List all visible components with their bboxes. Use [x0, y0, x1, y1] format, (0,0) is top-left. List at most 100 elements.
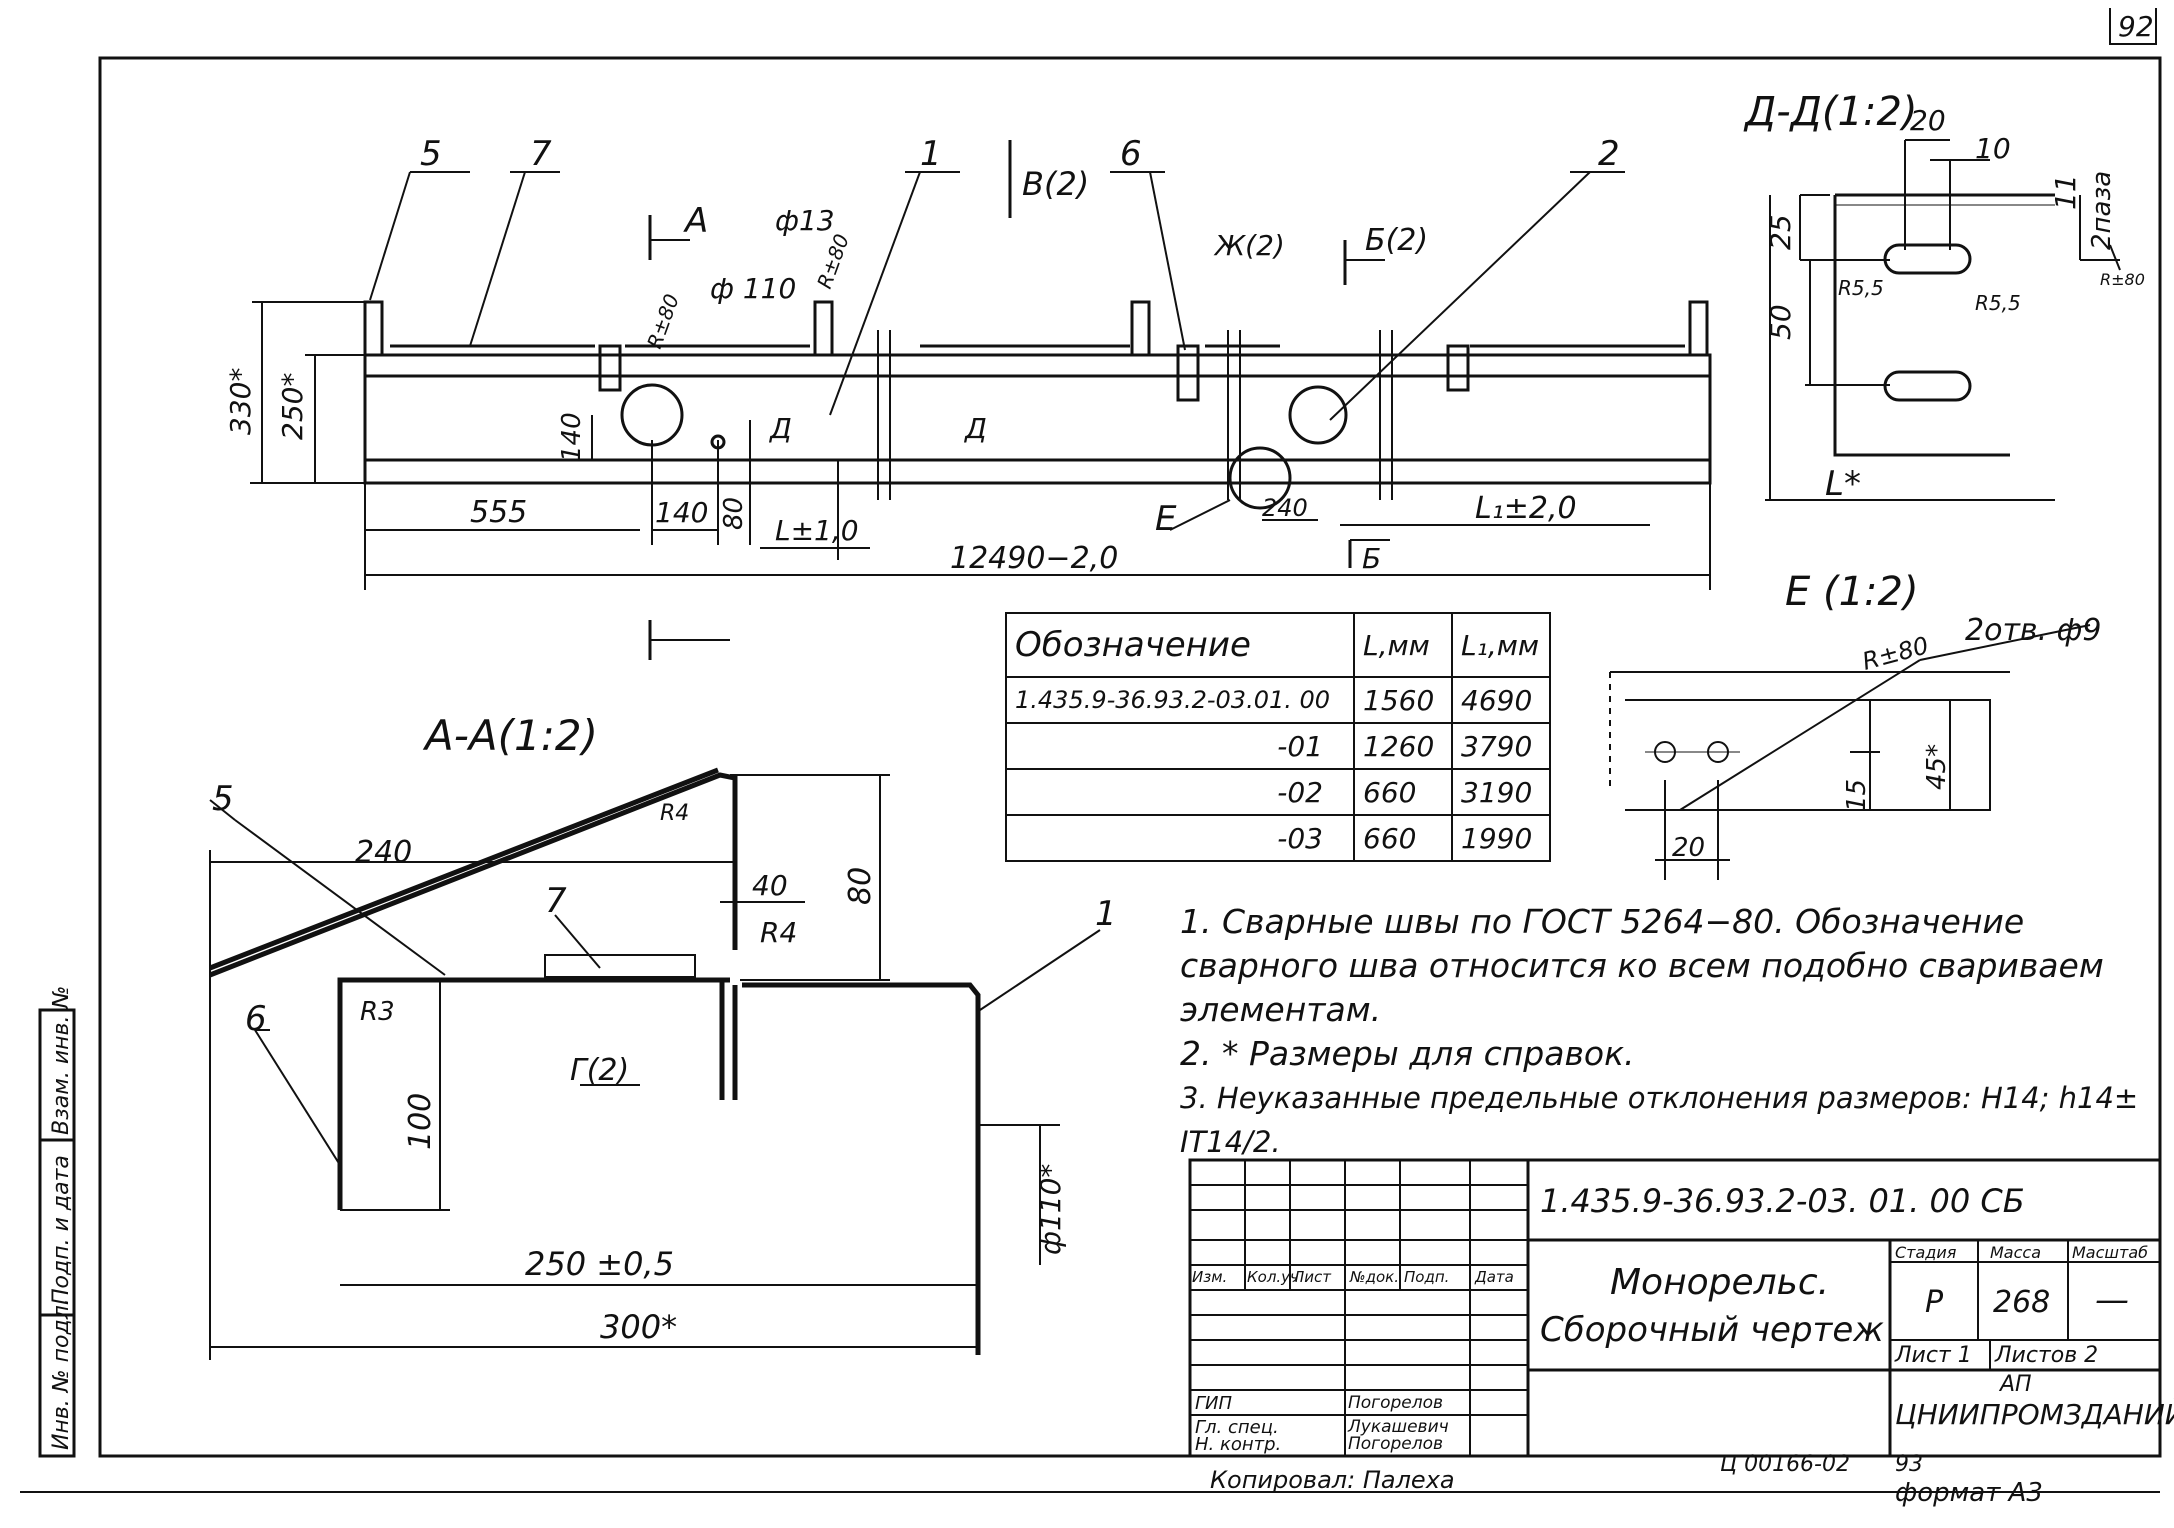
main-view-dims — [250, 140, 1711, 660]
dim-330: 330* — [224, 368, 257, 435]
section-E-title: Е (1:2) — [1785, 569, 1919, 615]
dim-140-h: 140 — [655, 496, 708, 529]
section-E-shape — [1609, 624, 2091, 880]
table-header-L1: L₁,мм — [1451, 612, 1551, 678]
table-cell-L1: 4690 — [1451, 676, 1551, 724]
col-header-izm: Изм. — [1192, 1268, 1228, 1286]
section-AA-leader-5: 5 — [212, 779, 234, 819]
leader-6: 6 — [1120, 134, 1142, 174]
mass-label: Масса — [1990, 1243, 2042, 1262]
leader-2: 2 — [1598, 134, 1620, 174]
section-AA-leader-1: 1 — [1095, 894, 1117, 934]
section-DD-dim-20: 20 — [1910, 104, 1946, 137]
section-V: В(2) — [1022, 165, 1089, 203]
section-Zh: Ж(2) — [1213, 229, 1285, 262]
section-DD-shape — [1833, 193, 2055, 457]
frame-border — [98, 56, 2162, 1458]
section-DD-dim-25: 25 — [1764, 214, 1797, 250]
dim-80: 80 — [719, 497, 749, 530]
section-DD-title: Д-Д(1:2) — [1743, 89, 1918, 135]
section-AA-dim-110: ф110* — [1034, 1164, 1067, 1255]
dim-140-v: 140 — [557, 412, 587, 462]
sheet-label: Лист 1 — [1895, 1343, 1972, 1368]
role-gip: ГИП — [1195, 1393, 1233, 1414]
section-AA-dim-80: 80 — [843, 867, 878, 905]
dim-555: 555 — [470, 495, 527, 530]
title-doc-code: 1.435.9-36.93.2-03. 01. 00 СБ — [1540, 1182, 2025, 1220]
table-row: 1.435.9-36.93.2-03.01. 00 1560 4690 — [1005, 676, 1551, 724]
section-D-right: Д — [963, 412, 987, 445]
title-block-grid — [1188, 1158, 2162, 1458]
sheet-number: 92 — [2118, 10, 2154, 43]
title-name-line1: Монорельс. — [1610, 1262, 1830, 1303]
section-D-left: Д — [768, 412, 792, 445]
dim-r80-b: R±80 — [642, 291, 684, 352]
side-stamp-sign: Подп. и дата — [49, 1155, 74, 1305]
section-AA-gamma: Г(2) — [570, 1053, 629, 1088]
table-cell-L: 660 — [1353, 814, 1453, 862]
side-stamp-grid — [38, 1008, 76, 1458]
section-AA-leader-7: 7 — [545, 881, 567, 921]
footer-num: 93 — [1895, 1452, 1923, 1477]
table-header-designation: Обозначение — [1005, 612, 1355, 678]
dim-L: L±1,0 — [775, 514, 859, 547]
stage-value: Р — [1925, 1285, 1944, 1320]
section-E-dim-20: 20 — [1672, 833, 1705, 863]
section-DD-lstar: L* — [1825, 464, 1861, 504]
section-AA-title: А-А(1:2) — [422, 711, 598, 760]
col-header-list: Лист — [1293, 1268, 1332, 1286]
section-E-holes: 2отв. ф9 — [1965, 613, 2101, 648]
main-view — [363, 300, 1712, 510]
section-AA-dim-250: 250 ±0,5 — [525, 1245, 674, 1283]
note-3: 3. Неуказанные предельные отклонения раз… — [1180, 1081, 2139, 1159]
section-A-top: A — [683, 201, 708, 241]
dim-d13: ф13 — [775, 204, 835, 237]
stage-label: Стадия — [1895, 1243, 1957, 1262]
table-row: -02 660 3190 — [1005, 768, 1551, 816]
footer-code: Ц 00166-02 — [1720, 1452, 1850, 1477]
section-E-dim-15: 15 — [1842, 779, 1872, 812]
table-cell-designation: -01 — [1005, 722, 1355, 770]
section-AA-r4: R4 — [760, 916, 797, 949]
section-AA-r3: R3 — [360, 997, 395, 1027]
section-DD-dims — [1765, 139, 2121, 501]
name-gip: Погорелов — [1348, 1393, 1444, 1413]
section-DD-dim-2pazo: 2паза — [2087, 171, 2117, 250]
table-cell-designation: -03 — [1005, 814, 1355, 862]
side-stamp-replace: Взам. инв. № — [49, 986, 74, 1135]
section-DD-r55-left: R5,5 — [1838, 276, 1884, 300]
scale-label: Масштаб — [2072, 1243, 2149, 1262]
section-AA-r4-top: R4 — [660, 801, 689, 826]
table-cell-L: 1260 — [1353, 722, 1453, 770]
table-header-row: Обозначение L,мм L₁,мм — [1005, 612, 1551, 678]
section-AA-dim-240: 240 — [355, 835, 412, 870]
dim-total: 12490−2,0 — [950, 541, 1118, 576]
role-control: Н. контр. — [1195, 1434, 1282, 1455]
sheet-number-box — [2109, 8, 2157, 45]
table-cell-L1: 3790 — [1451, 722, 1551, 770]
dim-d110: ф 110 — [710, 272, 796, 305]
leader-5: 5 — [420, 134, 442, 174]
table-cell-L1: 1990 — [1451, 814, 1551, 862]
footer-format: формат А3 — [1895, 1478, 2043, 1508]
dim-L1: L₁±2,0 — [1475, 491, 1577, 526]
section-B-bottom: Б — [1362, 542, 1381, 575]
section-E-label: Е — [1155, 499, 1177, 539]
note-1: 1. Сварные швы по ГОСТ 5264−80. Обозначе… — [1180, 902, 2104, 1029]
mass-value: 268 — [1993, 1285, 2051, 1320]
footer-copied: Копировал: Палеха — [1210, 1466, 1455, 1494]
section-DD-dim-10: 10 — [1975, 132, 2011, 165]
section-DD-dim-11: 11 — [2049, 174, 2082, 210]
table-cell-L1: 3190 — [1451, 768, 1551, 816]
scale-value: — — [2095, 1280, 2129, 1320]
section-DD-r55-right: R5,5 — [1975, 291, 2021, 315]
note-2: 2. * Размеры для справок. — [1180, 1034, 1635, 1073]
leader-1: 1 — [920, 134, 942, 174]
side-stamp-inv: Инв. № подл. — [49, 1298, 74, 1450]
role-spec: Гл. спец. — [1195, 1417, 1279, 1438]
table-cell-L: 660 — [1353, 768, 1453, 816]
col-header-doc: №док. — [1350, 1268, 1399, 1286]
table-cell-designation: -02 — [1005, 768, 1355, 816]
